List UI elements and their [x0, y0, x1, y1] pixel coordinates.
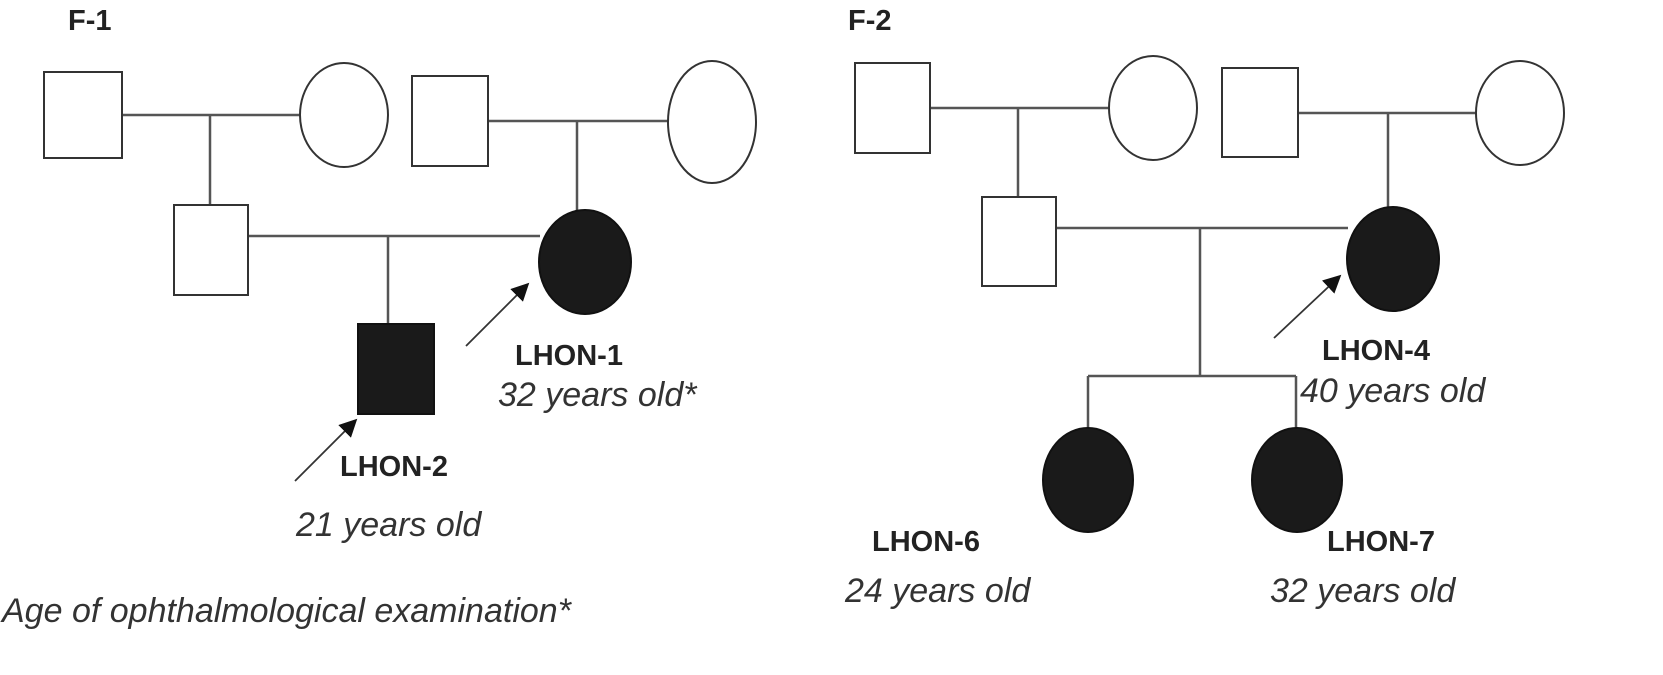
individual-age: 32 years old* — [498, 376, 698, 414]
male-unaffected — [411, 75, 489, 167]
female-affected-lhon-1 — [538, 209, 632, 315]
male-unaffected — [854, 62, 931, 154]
female-affected-lhon-7 — [1251, 427, 1343, 533]
individual-age: 32 years old — [1270, 572, 1456, 610]
family-label: F-1 — [68, 5, 112, 37]
female-affected-lhon-6 — [1042, 427, 1134, 533]
individual-id: LHON-7 — [1327, 526, 1435, 558]
family-f1: F-1 LHON-1 32 years old* LHON-2 21 years… — [43, 5, 757, 544]
female-affected-lhon-4 — [1346, 206, 1440, 312]
female-unaffected — [299, 62, 389, 168]
male-unaffected — [1221, 67, 1299, 158]
female-unaffected — [1475, 60, 1565, 166]
female-unaffected — [667, 60, 757, 184]
family-label: F-2 — [848, 5, 892, 37]
proband-arrow-icon — [465, 282, 530, 347]
male-unaffected — [43, 71, 123, 159]
female-unaffected — [1108, 55, 1198, 161]
individual-age: 21 years old — [295, 506, 482, 544]
individual-id: LHON-6 — [872, 526, 980, 558]
proband-arrow-icon — [1273, 274, 1342, 339]
individual-age: 24 years old — [844, 572, 1031, 610]
family-f2: F-2 LHON-4 40 years old LHON-6 24 years … — [844, 5, 1565, 610]
individual-id: LHON-4 — [1322, 335, 1430, 367]
individual-age: 40 years old — [1300, 372, 1486, 410]
footnote: Age of ophthalmological examination* — [0, 592, 573, 630]
proband-arrow-icon — [294, 418, 358, 482]
individual-id: LHON-2 — [340, 451, 448, 483]
male-unaffected — [173, 204, 249, 296]
male-unaffected — [981, 196, 1057, 287]
male-affected-lhon-2 — [357, 323, 435, 415]
individual-id: LHON-1 — [515, 340, 623, 372]
